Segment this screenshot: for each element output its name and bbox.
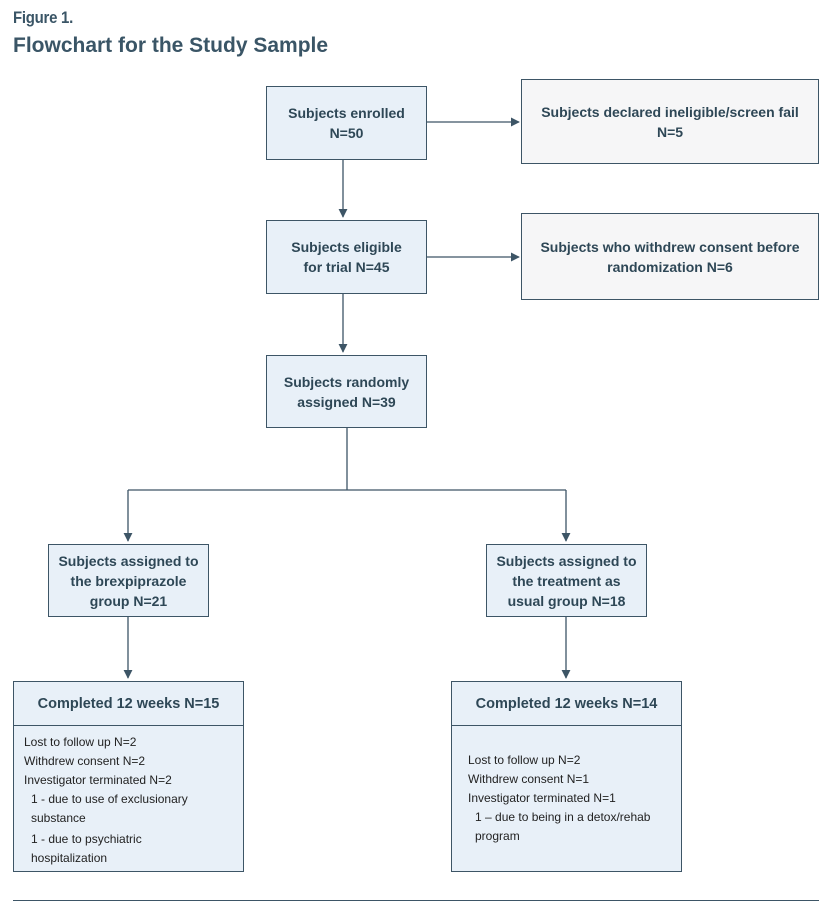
- tau-line-3: usual group N=18: [507, 592, 626, 609]
- tau-line-2: the treatment as: [512, 572, 621, 589]
- withdrew-line-2: randomization N=6: [607, 258, 733, 275]
- brex-detail-reason-1-cont: substance: [31, 811, 86, 825]
- brex-detail-reason-2-cont: hospitalization: [31, 851, 108, 865]
- randomly-assigned-box: Subjects randomly assigned N=39: [266, 355, 427, 428]
- tau-detail-lost: Lost to follow up N=2: [468, 753, 581, 767]
- eligible-line-2: for trial N=45: [303, 259, 390, 275]
- subjects-eligible-box: Subjects eligible for trial N=45: [266, 220, 427, 294]
- brex-line-2: the brexpiprazole: [70, 572, 187, 589]
- brex-line-3: group N=21: [89, 592, 168, 609]
- brex-detail-reason-2: 1 - due to psychiatric: [31, 832, 142, 846]
- screen-fail-box: Subjects declared ineligible/screen fail…: [521, 79, 819, 164]
- randomized-line-2: assigned N=39: [297, 393, 396, 410]
- treatment-as-usual-group-box: Subjects assigned to the treatment as us…: [486, 544, 647, 617]
- tau-completed-box: Completed 12 weeks N=14 Lost to follow u…: [451, 681, 682, 872]
- bottom-divider: [13, 900, 819, 901]
- tau-detail-reason-1-cont: program: [475, 829, 520, 843]
- brex-detail-lost: Lost to follow up N=2: [24, 735, 137, 749]
- brex-detail-reason-1: 1 - due to use of exclusionary: [31, 792, 188, 806]
- figure-label: Figure 1.: [13, 8, 73, 27]
- withdrew-consent-box: Subjects who withdrew consent before ran…: [521, 213, 819, 300]
- figure-title: Flowchart for the Study Sample: [13, 34, 329, 57]
- eligible-line-1: Subjects eligible: [291, 239, 402, 255]
- tau-completed-header: Completed 12 weeks N=14: [452, 682, 681, 726]
- brex-line-1: Subjects assigned to: [58, 552, 199, 569]
- ineligible-line-2: N=5: [656, 123, 684, 140]
- subjects-enrolled-box: Subjects enrolled N=50: [266, 86, 427, 160]
- tau-line-1: Subjects assigned to: [496, 552, 637, 569]
- tau-detail-withdrew: Withdrew consent N=1: [468, 772, 590, 786]
- brex-completed-box: Completed 12 weeks N=15 Lost to follow u…: [13, 681, 244, 872]
- brex-completed-header: Completed 12 weeks N=15: [14, 682, 243, 726]
- enrolled-line-1: Subjects enrolled: [288, 105, 405, 121]
- withdrew-line-1: Subjects who withdrew consent before: [540, 238, 800, 255]
- randomized-line-1: Subjects randomly: [283, 373, 410, 390]
- tau-completed-details: Lost to follow up N=2 Withdrew consent N…: [452, 726, 681, 846]
- enrolled-line-2: N=50: [329, 125, 364, 141]
- ineligible-line-1: Subjects declared ineligible/screen fail: [541, 103, 799, 120]
- brexpiprazole-group-box: Subjects assigned to the brexpiprazole g…: [48, 544, 209, 617]
- brex-detail-terminated: Investigator terminated N=2: [24, 773, 172, 787]
- tau-detail-reason-1: 1 – due to being in a detox/rehab: [475, 810, 651, 824]
- tau-detail-terminated: Investigator terminated N=1: [468, 791, 616, 805]
- brex-completed-details: Lost to follow up N=2 Withdrew consent N…: [14, 726, 243, 868]
- brex-detail-withdrew: Withdrew consent N=2: [24, 754, 146, 768]
